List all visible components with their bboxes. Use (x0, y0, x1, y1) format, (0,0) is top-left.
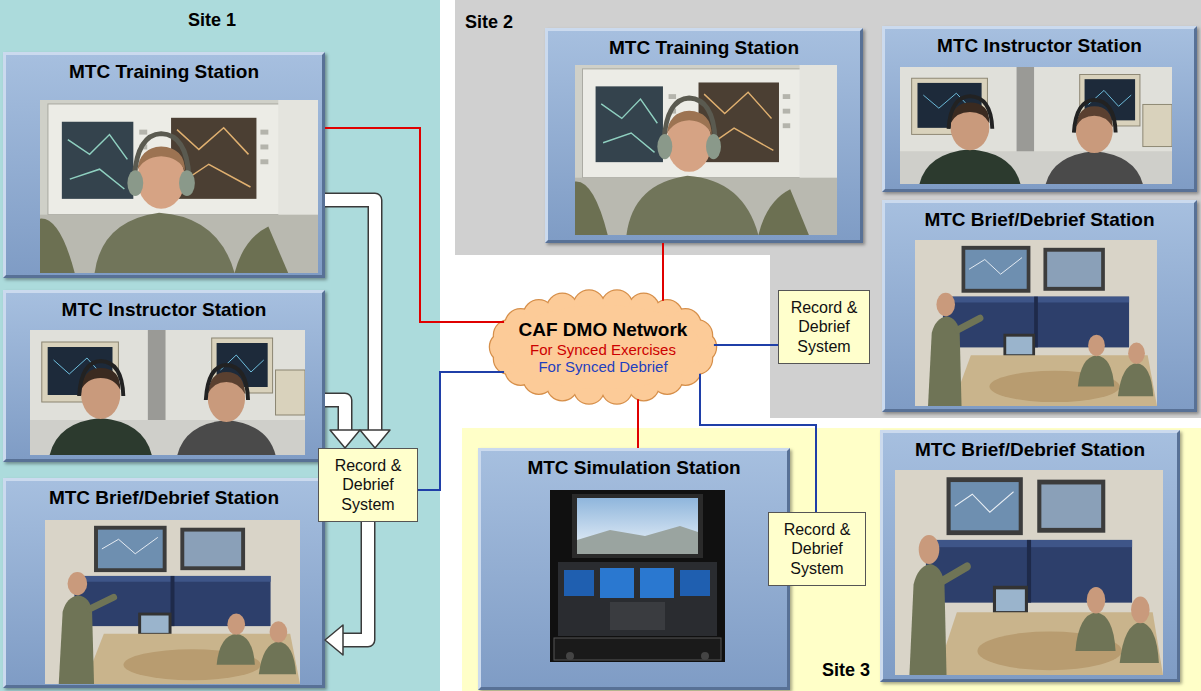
station-panel: MTC Brief/Debrief Station (880, 430, 1180, 682)
network-link (325, 128, 504, 322)
flow-arrow (325, 400, 360, 448)
record-box: Record & Debrief System (778, 290, 870, 364)
debrief-photo (915, 240, 1157, 406)
network-note: For Synced Exercises (530, 341, 676, 358)
network-link (700, 374, 816, 512)
station-title: MTC Training Station (69, 61, 259, 83)
station-panel: MTC Simulation Station (478, 448, 790, 690)
station-panel: MTC Brief/Debrief Station (3, 478, 325, 688)
system-label: Record & Debrief System (779, 295, 869, 359)
training-photo (575, 65, 837, 235)
station-panel: MTC Instructor Station (882, 26, 1197, 192)
site-label: Site 1 (188, 10, 236, 31)
network-link (714, 345, 778, 346)
station-title: MTC Brief/Debrief Station (49, 487, 279, 509)
station-title: MTC Brief/Debrief Station (924, 209, 1154, 231)
cloud-core (505, 305, 701, 389)
station-panel: MTC Training Station (545, 28, 863, 243)
instructor-photo (900, 67, 1172, 184)
network-link (663, 243, 664, 301)
cloud-fill (490, 290, 716, 403)
debrief-photo (895, 470, 1163, 675)
site-region: Site 3 MTC Simulation Station MTC Brief/De… (462, 428, 1201, 691)
station-panel: MTC Instructor Station (3, 290, 325, 462)
station-title: MTC Training Station (609, 37, 799, 59)
network-note: For Synced Debrief (538, 358, 667, 375)
network-title: CAF DMO Network (519, 319, 688, 341)
flow-arrow (325, 200, 390, 448)
system-label: Record & Debrief System (319, 453, 417, 517)
site-region: Site 1 MTC Training StationMTC Instructor… (0, 0, 440, 691)
flow-arrow (325, 522, 368, 655)
system-label: Record & Debrief System (769, 517, 865, 581)
station-title: MTC Instructor Station (62, 299, 267, 321)
simulator-photo (550, 490, 725, 662)
network-link (638, 399, 639, 448)
site-label: Site 3 (822, 660, 870, 681)
station-panel: MTC Brief/Debrief Station (882, 200, 1197, 412)
cloud-outline (490, 290, 716, 403)
network-link (418, 372, 504, 490)
training-photo (40, 100, 318, 273)
record-box: Record & Debrief System (768, 512, 866, 586)
site-label: Site 2 (465, 12, 513, 33)
station-title: MTC Brief/Debrief Station (915, 439, 1145, 461)
instructor-photo (30, 330, 305, 455)
station-panel: MTC Training Station (3, 52, 325, 278)
debrief-photo (45, 520, 300, 684)
record-box: Record & Debrief System (318, 448, 418, 522)
network-cloud: CAF DMO NetworkFor Synced ExercisesFor S… (488, 288, 718, 406)
station-title: MTC Instructor Station (937, 35, 1142, 57)
site-region-fill (455, 0, 1201, 418)
station-title: MTC Simulation Station (527, 457, 740, 479)
